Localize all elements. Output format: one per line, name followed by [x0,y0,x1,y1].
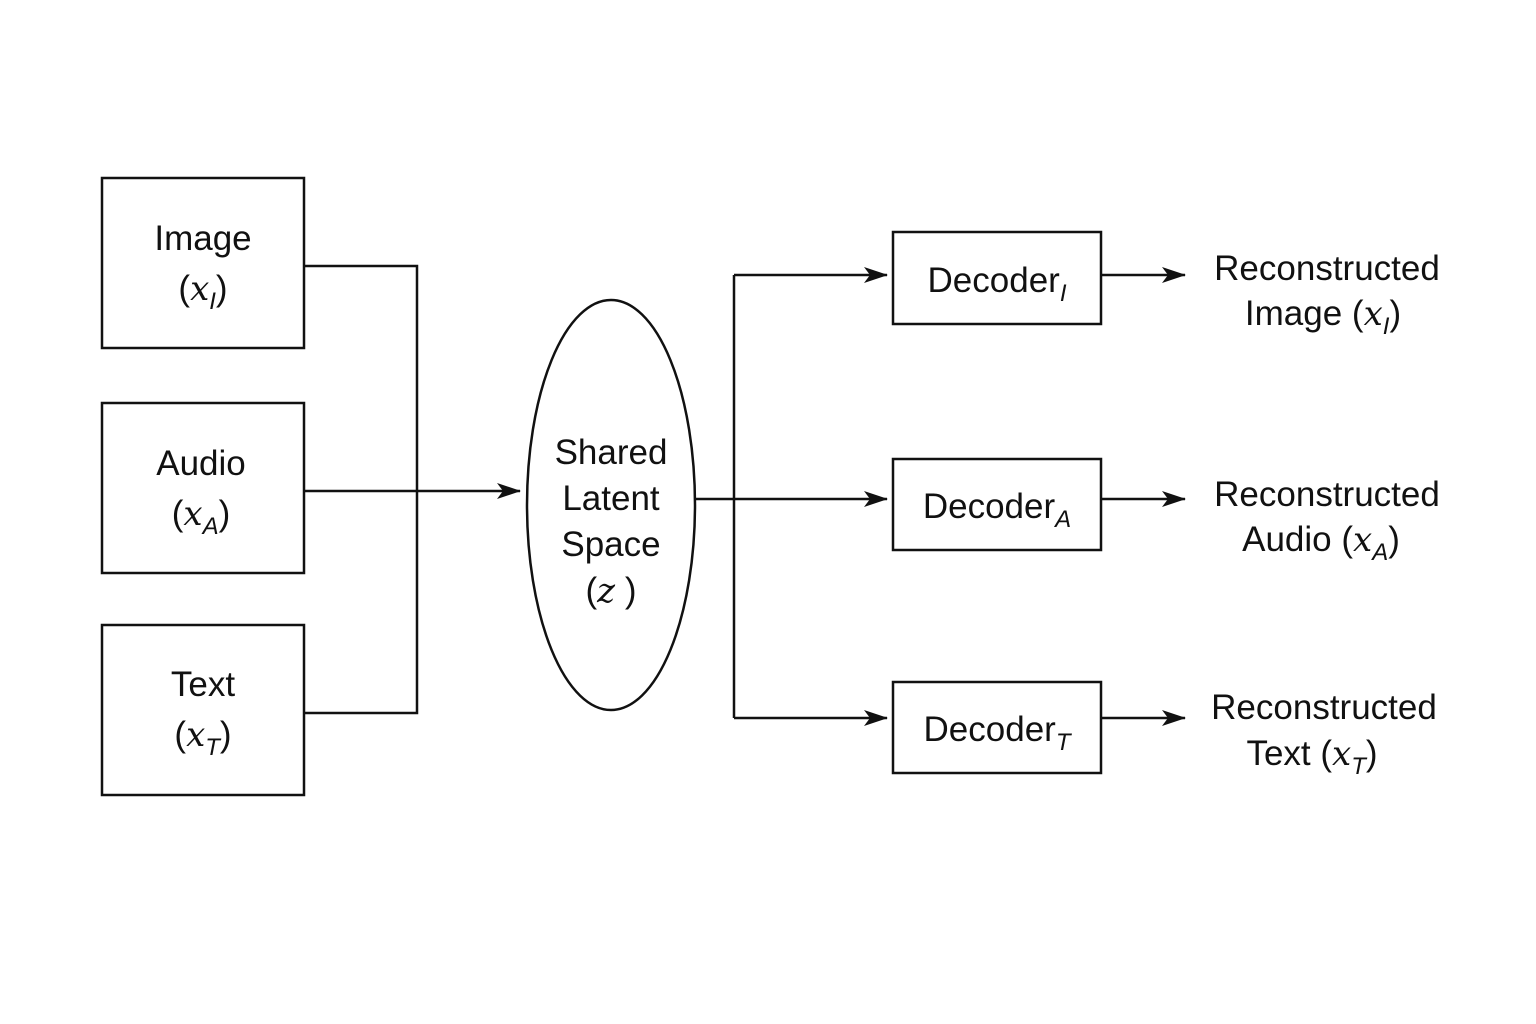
decoder-text-label: DecoderT [924,710,1073,756]
input-text-node: Text (xT) [100,623,306,797]
edge-image-to-bus [304,264,419,491]
decoder-image-box [891,230,1103,326]
latent-space-line-1: Shared [555,433,668,472]
decoder-text-box [891,680,1103,775]
decoder-audio-node: DecoderA [891,457,1103,552]
decoder-audio-label: DecoderA [923,487,1071,533]
latent-space-variable: (z ) [586,571,637,611]
latent-space-line-2: Latent [562,479,660,518]
input-audio-variable: (xA) [172,494,231,540]
input-text-variable: (xT) [174,715,231,761]
input-image-variable: (xI) [178,269,227,315]
latent-space-line-3: Space [561,525,660,564]
input-text-box [100,623,306,797]
output-text-line-1: Reconstructed [1211,688,1437,727]
input-image-label: Image [154,219,251,258]
output-image-line-1: Reconstructed [1214,249,1440,288]
latent-space-node: Shared Latent Space (z ) [525,298,697,712]
decoder-audio-box [891,457,1103,552]
output-image-line-2: Image (xI) [1245,294,1401,340]
decoder-image-label: DecoderI [928,261,1067,307]
edge-text-to-bus [304,491,419,715]
input-audio-label: Audio [156,444,246,483]
input-text-label: Text [171,665,235,704]
output-audio-line-2: Audio (xA) [1242,520,1400,566]
output-image-node: Reconstructed Image (xI) [1214,249,1440,340]
input-image-node: Image (xI) [100,176,306,350]
output-audio-line-1: Reconstructed [1214,475,1440,514]
output-audio-node: Reconstructed Audio (xA) [1214,475,1440,566]
output-text-node: Reconstructed Text (xT) [1211,688,1437,780]
decoder-image-node: DecoderI [891,230,1103,326]
output-text-line-2: Text (xT) [1246,734,1377,780]
decoder-text-node: DecoderT [891,680,1103,775]
input-audio-node: Audio (xA) [100,401,306,575]
input-image-box [100,176,306,350]
input-audio-box [100,401,306,575]
latent-space-ellipse [525,298,697,712]
